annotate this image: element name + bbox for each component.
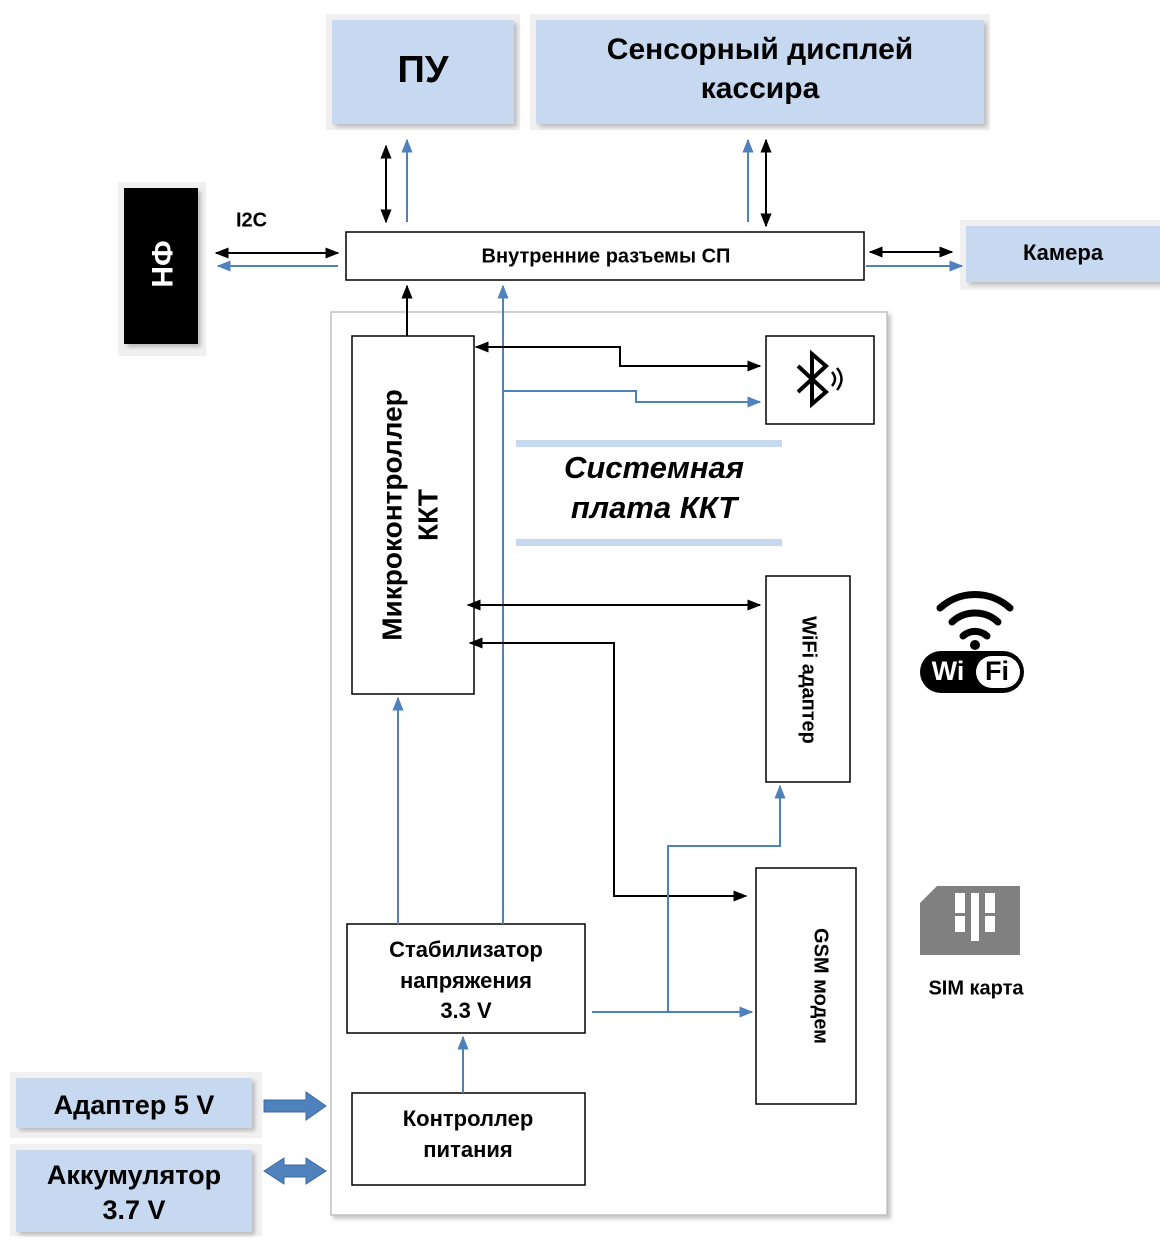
i2c-label: I2C [236, 209, 267, 231]
stabilizer-label-line1: Стабилизатор [389, 937, 543, 962]
fn-label: ФН [145, 240, 178, 287]
camera-label: Камера [1023, 240, 1104, 265]
stabilizer-label-line2: напряжения [400, 968, 532, 993]
battery-arrow [263, 1157, 327, 1185]
power-controller-label-line2: питания [423, 1137, 512, 1162]
adapter-arrow [263, 1091, 327, 1121]
stabilizer-block: Стабилизатор напряжения 3.3 V [346, 923, 586, 1034]
gsm-modem-label: GSM модем [810, 928, 832, 1044]
board-title: Системная плата ККТ [516, 440, 782, 546]
pu-label: ПУ [398, 49, 449, 91]
battery-label-line1: Аккумулятор [47, 1160, 221, 1190]
display-label-line2: кассира [701, 72, 820, 105]
mcu-label-line1: Микроконтроллер [376, 389, 407, 641]
sim-card-label: SIM карта [928, 977, 1024, 999]
battery-label-line2: 3.7 V [102, 1195, 165, 1225]
wifi-adapter-block: WiFi адаптер [765, 575, 851, 783]
bluetooth-block [765, 335, 875, 425]
wifi-icon: Wi Fi [920, 591, 1024, 693]
power-input-arrows [263, 1091, 327, 1185]
wifi-adapter-label: WiFi адаптер [798, 616, 820, 744]
pu-block: ПУ [326, 14, 520, 130]
connectors-label: Внутренние разъемы СП [482, 245, 731, 267]
camera-block: Камера [960, 220, 1160, 290]
stabilizer-label-line3: 3.3 V [440, 998, 492, 1023]
gsm-modem-block: GSM модем [755, 867, 857, 1105]
mcu-label-line2: ККТ [412, 489, 443, 541]
power-controller-block: Контроллер питания [351, 1092, 586, 1186]
bluetooth-icon [796, 349, 843, 409]
wifi-logo-fi: Fi [985, 656, 1009, 686]
adapter-block: Адаптер 5 V [10, 1072, 262, 1138]
connectors-block: Внутренние разъемы СП [345, 231, 865, 281]
display-block: Сенсорный дисплей кассира [530, 14, 990, 130]
power-controller-label-line1: Контроллер [403, 1106, 534, 1131]
adapter-label: Адаптер 5 V [54, 1090, 215, 1120]
display-label-line1: Сенсорный дисплей [607, 33, 913, 66]
board-label-line1: Системная [564, 450, 744, 485]
wifi-logo-wi: Wi [932, 656, 965, 686]
board-label-line2: плата ККТ [571, 490, 740, 525]
battery-block: Аккумулятор 3.7 V [10, 1144, 262, 1236]
signal-lines [214, 138, 964, 1093]
mcu-block: Микроконтроллер ККТ [351, 335, 475, 695]
fn-block: ФН [118, 182, 206, 356]
sim-card-icon [920, 886, 1020, 955]
